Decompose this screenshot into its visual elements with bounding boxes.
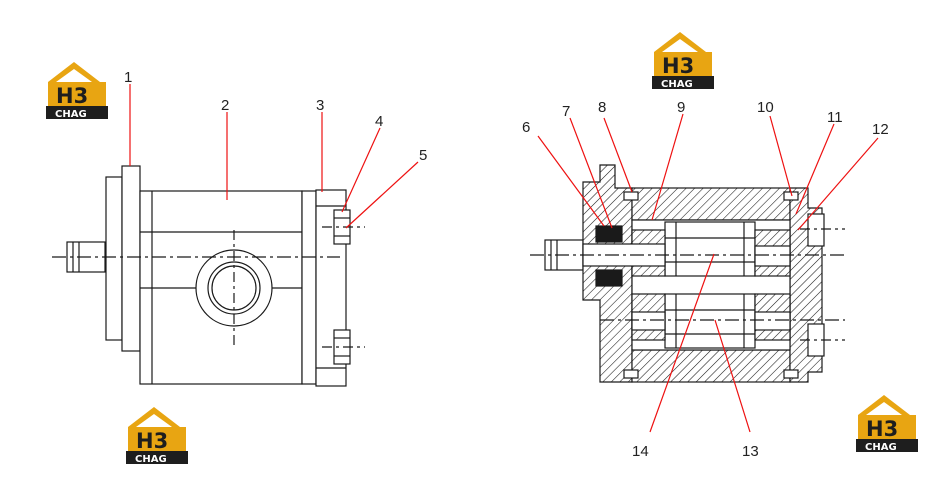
callout-13: 13	[742, 443, 759, 460]
svg-text:CHAG: CHAG	[55, 109, 87, 120]
svg-text:CHAG: CHAG	[135, 454, 167, 465]
callout-5: 5	[419, 147, 427, 164]
logo-watermark-4: H3 CHAG	[856, 395, 918, 453]
logo-watermark-1: H3 CHAG	[46, 62, 108, 120]
callout-4: 4	[375, 113, 383, 130]
callout-12: 12	[872, 121, 889, 138]
leader-lines-right	[537, 113, 879, 433]
callout-11: 11	[827, 109, 843, 126]
svg-text:CHAG: CHAG	[661, 79, 693, 90]
callout-3: 3	[316, 97, 324, 114]
logo-watermark-3: H3 CHAG	[126, 407, 188, 465]
callout-7: 7	[562, 103, 570, 120]
callout-2: 2	[221, 97, 229, 114]
callout-1: 1	[124, 69, 132, 86]
callout-10: 10	[757, 99, 774, 116]
svg-text:H3: H3	[662, 54, 694, 78]
callout-labels: 1 2 3 4 5 6 7 8 9 10 11 12 14 13	[124, 69, 889, 460]
side-view	[52, 165, 365, 387]
callout-14: 14	[632, 443, 649, 460]
svg-text:CHAG: CHAG	[865, 442, 897, 453]
svg-text:H3: H3	[866, 417, 898, 441]
callout-9: 9	[677, 99, 685, 116]
callout-6: 6	[522, 119, 530, 136]
logo-watermark-2: H3 CHAG	[652, 32, 714, 90]
leader-lines-left	[129, 84, 419, 229]
svg-text:H3: H3	[56, 84, 88, 108]
svg-text:H3: H3	[136, 429, 168, 453]
section-view	[530, 164, 845, 383]
callout-8: 8	[598, 99, 606, 116]
